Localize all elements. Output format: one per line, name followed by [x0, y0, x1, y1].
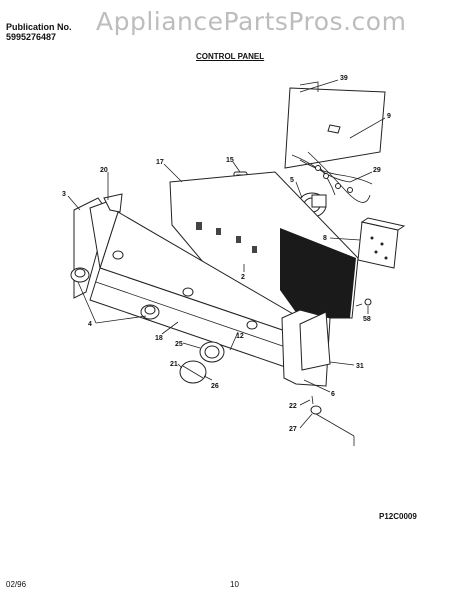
callout-2: 2: [241, 274, 245, 281]
section-title: CONTROL PANEL: [196, 52, 265, 61]
callout-labels: 39 9 20 17 15 3 5 29 8 2 4 58 18 25 12 2…: [62, 75, 391, 433]
right-end-cap-part: [281, 309, 331, 387]
callout-6: 6: [331, 391, 335, 398]
callout-25: 25: [175, 341, 183, 348]
timer-knob-part: [179, 360, 207, 384]
callout-4: 4: [88, 321, 92, 328]
knob-part: [140, 304, 160, 320]
callout-8: 8: [323, 235, 327, 242]
callout-17: 17: [156, 159, 164, 166]
wire-harness-part: [291, 151, 373, 203]
callout-12: 12: [236, 333, 244, 340]
callout-21: 21: [170, 361, 178, 368]
publication-number: 5995276487: [6, 32, 57, 42]
callout-27: 27: [289, 426, 297, 433]
callout-31: 31: [356, 363, 364, 370]
back-cover-part: [284, 81, 386, 169]
callout-29: 29: [373, 167, 381, 174]
callout-58: 58: [363, 316, 371, 323]
mounting-plate-part: [169, 171, 359, 319]
callout-20: 20: [100, 167, 108, 174]
clip-part: [310, 395, 355, 437]
callout-26: 26: [211, 383, 219, 390]
callout-9: 9: [387, 113, 391, 120]
callout-5: 5: [290, 177, 294, 184]
watermark: AppliancePartsPros.com: [96, 7, 407, 36]
callout-39: 39: [340, 75, 348, 82]
callout-15: 15: [226, 157, 234, 164]
footer-page: 10: [230, 580, 239, 589]
knob-part: [70, 267, 90, 283]
callout-3: 3: [62, 191, 66, 198]
publication-label: Publication No.: [6, 22, 72, 32]
callout-22: 22: [289, 403, 297, 410]
footer-date: 02/96: [6, 580, 27, 589]
diagram-code: P12C0009: [379, 512, 417, 521]
timer-dial-part: [199, 341, 225, 363]
leader-lines: [67, 79, 386, 446]
callout-18: 18: [155, 335, 163, 342]
screw-part: [355, 298, 372, 307]
switch-module-part: [357, 217, 406, 269]
